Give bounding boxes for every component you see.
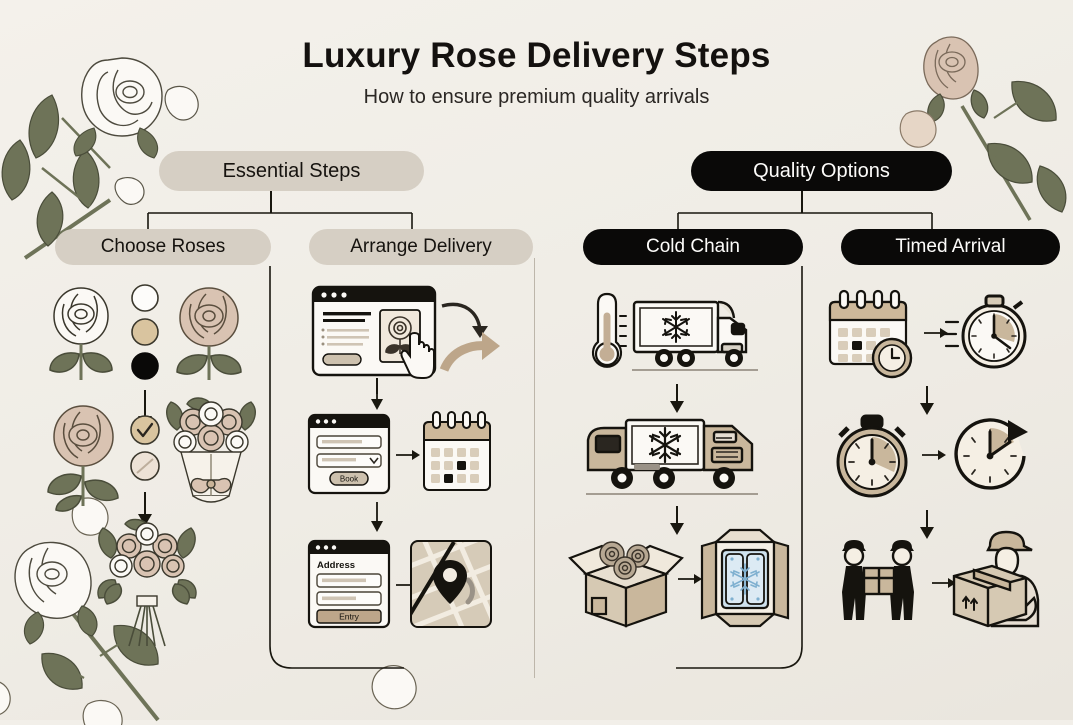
page-title: Luxury Rose Delivery Steps xyxy=(302,36,771,75)
section-divider xyxy=(534,258,536,678)
arrow-down-icon xyxy=(138,492,152,526)
curved-arrow-icon xyxy=(439,302,500,373)
sub-pill-cold-chain[interactable]: Cold Chain xyxy=(583,229,803,265)
bouquet-icon xyxy=(97,518,197,647)
booking-form-window-icon[interactable]: Book xyxy=(307,413,391,495)
entry-button xyxy=(316,609,382,624)
arrow-down-icon xyxy=(670,384,684,413)
calendar-clock-icon xyxy=(828,289,913,379)
top-left-rose-decor xyxy=(1,57,199,260)
stopwatch-icon xyxy=(942,294,1027,369)
top-right-rose-decor xyxy=(899,36,1067,221)
arrow-down-icon xyxy=(670,506,684,535)
sub-branch-label: Timed Arrival xyxy=(895,236,1006,257)
connector-quality-stem xyxy=(801,191,803,213)
clock-arrow-icon xyxy=(954,418,1028,490)
color-swatch-white xyxy=(131,284,159,312)
snowflake-icon xyxy=(730,563,760,595)
snowflake-icon xyxy=(662,311,690,343)
sub-pill-arrange-delivery[interactable]: Arrange Delivery xyxy=(309,229,533,265)
arrow-down-icon xyxy=(371,502,383,532)
arrow-down-icon xyxy=(371,382,383,410)
arrow-down-icon xyxy=(920,386,934,415)
calendar-selected-day xyxy=(852,341,862,350)
sub-branch-label: Choose Roses xyxy=(100,236,226,257)
roses-in-box xyxy=(599,541,650,580)
delivery-truck-icon xyxy=(586,418,758,495)
sub-branch-label: Cold Chain xyxy=(646,236,740,257)
stopwatch-icon xyxy=(836,414,908,498)
arrow-right-icon xyxy=(932,578,956,588)
bracket-arrange-delivery xyxy=(269,266,404,669)
page-subtitle: How to ensure premium quality arrivals xyxy=(363,86,710,108)
chevron-down-icon xyxy=(369,457,379,465)
courier-box-icon xyxy=(952,530,1040,628)
branch-pill-quality-options[interactable]: Quality Options xyxy=(691,151,952,191)
calendar-icon xyxy=(423,411,491,491)
arrow-right-icon xyxy=(922,450,946,460)
sub-pill-timed-arrival[interactable]: Timed Arrival xyxy=(841,229,1060,265)
address-label: Address xyxy=(317,560,355,571)
map-pin-icon xyxy=(410,540,492,628)
calendar-selected-day xyxy=(457,461,466,470)
bracket-cold-chain xyxy=(676,266,803,669)
arrow-right-icon xyxy=(396,450,420,460)
arrow-down-icon xyxy=(920,510,934,539)
book-button xyxy=(329,471,369,486)
connector-essential-stem xyxy=(270,191,272,213)
tan-rose-icon xyxy=(47,405,119,512)
check-circle-icon xyxy=(130,415,160,445)
sub-branch-label: Arrange Delivery xyxy=(350,236,492,257)
color-swatch-column[interactable] xyxy=(128,284,162,384)
branch-label: Essential Steps xyxy=(222,159,361,182)
package-handoff-icon xyxy=(842,540,914,620)
book-button-label: Book xyxy=(340,475,359,484)
open-box-roses-icon xyxy=(568,541,684,628)
calendar-selected-day xyxy=(444,474,453,483)
snowflake-icon xyxy=(648,426,682,464)
selection-check-column[interactable] xyxy=(128,414,162,486)
tan-rose-icon xyxy=(176,287,242,380)
arrow-right-icon xyxy=(678,574,702,584)
white-rose-icon xyxy=(49,287,113,380)
this-way-up-icon xyxy=(962,595,978,611)
thermometer-icon xyxy=(591,292,627,368)
cold-pack-box-icon xyxy=(700,528,790,628)
entry-button-label: Entry xyxy=(339,612,360,622)
color-swatch-black xyxy=(131,352,159,380)
branch-label: Quality Options xyxy=(753,159,890,182)
address-form-window-icon[interactable]: Address Entry xyxy=(307,539,391,629)
branch-pill-essential-steps[interactable]: Essential Steps xyxy=(159,151,424,191)
sub-pill-choose-roses[interactable]: Choose Roses xyxy=(55,229,271,265)
clock-badge xyxy=(871,337,913,379)
bottom-left-rose-decor xyxy=(0,497,160,725)
cursor-hand-icon xyxy=(400,332,435,380)
bouquet-wrapped-icon xyxy=(166,397,256,503)
refrigerated-truck-icon xyxy=(632,300,758,371)
color-swatch-tan xyxy=(131,318,159,346)
